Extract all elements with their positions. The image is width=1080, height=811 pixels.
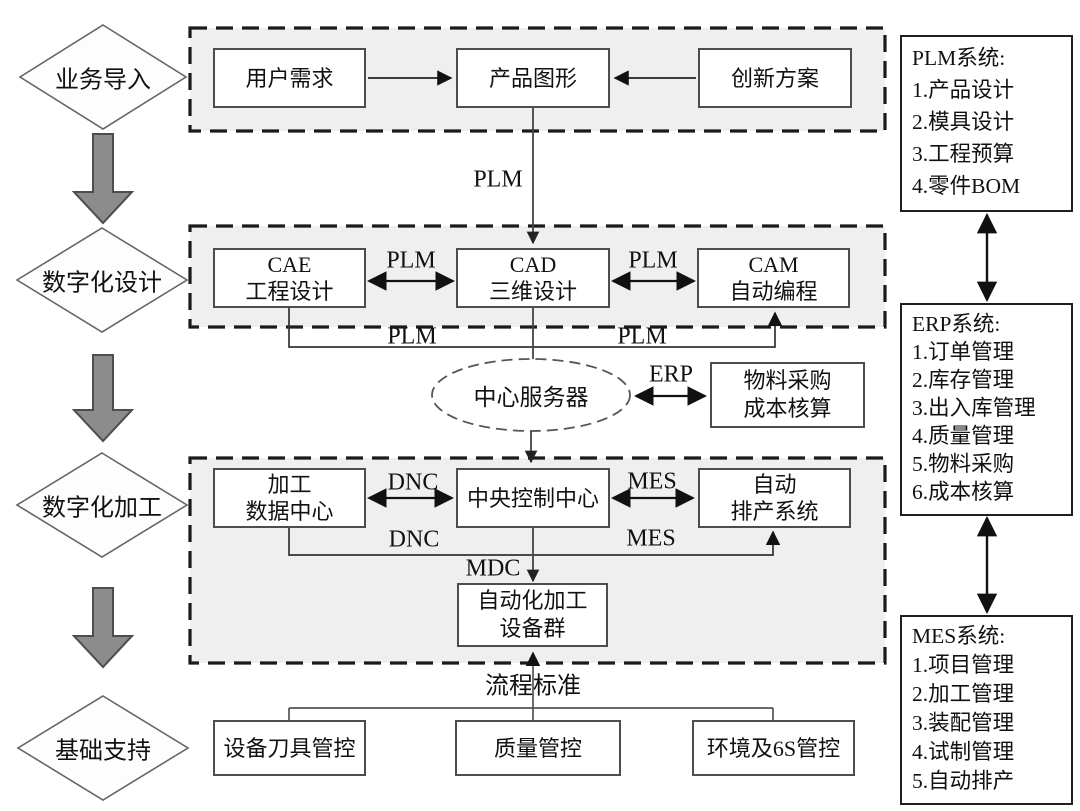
node-cad-line2: 三维设计 [488, 279, 577, 304]
plm-panel-item: 2.模具设计 [912, 110, 1015, 134]
node-environment-6s-control: 环境及6S管控 [692, 720, 855, 776]
diamond-stage-2 [15, 227, 189, 333]
link-label-plm-feedback-right: PLM [617, 323, 667, 350]
link-label-plm-cad-cam: PLM [628, 247, 678, 274]
link-label-dnc-top: DNC [387, 469, 439, 496]
node-auto-scheduling-line1: 自动 [752, 472, 797, 497]
stage-label-digital-machining: 数字化加工 [42, 495, 162, 522]
mes-panel-item: 5.自动排产 [912, 769, 1015, 793]
link-label-dnc-bottom: DNC [388, 526, 440, 553]
node-auto-scheduling: 自动 排产系统 [698, 468, 851, 528]
plm-panel-title: PLM系统: [912, 46, 1006, 70]
diamond-stage-4 [16, 695, 190, 801]
node-auto-scheduling-line2: 排产系统 [730, 499, 819, 524]
stage-flow-arrow-icon [71, 133, 135, 225]
stage-flow-arrow-icon [71, 587, 135, 669]
node-central-control-center: 中央控制中心 [456, 468, 610, 528]
erp-panel-item: 1.订单管理 [912, 340, 1015, 364]
link-label-erp: ERP [648, 361, 694, 388]
node-cam: CAM 自动编程 [697, 248, 850, 308]
stage-label-business-intro: 业务导入 [55, 67, 151, 94]
link-label-plm-vertical: PLM [473, 166, 523, 193]
node-procurement-line2: 成本核算 [743, 396, 832, 421]
erp-system-panel: ERP系统: 1.订单管理 2.库存管理 3.出入库管理 4.质量管理 5.物料… [900, 303, 1073, 516]
node-user-needs: 用户需求 [213, 48, 366, 108]
node-procurement-line1: 物料采购 [743, 368, 832, 393]
mes-panel-item: 4.试制管理 [912, 740, 1015, 764]
node-cae: CAE 工程设计 [213, 248, 366, 308]
node-tool-control: 设备刀具管控 [213, 720, 366, 776]
node-quality-control-label: 质量管控 [493, 735, 582, 761]
mes-panel-item: 1.项目管理 [912, 653, 1015, 677]
mes-panel-item: 2.加工管理 [912, 682, 1015, 706]
erp-panel-title: ERP系统: [912, 312, 1001, 336]
node-equipment-line2: 设备群 [499, 616, 566, 641]
erp-panel-item: 5.物料采购 [912, 452, 1015, 476]
node-cad-line1: CAD [509, 252, 557, 277]
node-product-graphics-label: 产品图形 [488, 65, 577, 91]
node-equipment-line1: 自动化加工 [477, 588, 588, 613]
node-equipment-group: 自动化加工 设备群 [457, 583, 608, 647]
plm-panel-item: 3.工程预算 [912, 142, 1015, 166]
link-label-plm-feedback-left: PLM [387, 323, 437, 350]
node-user-needs-label: 用户需求 [245, 65, 334, 91]
link-label-mes-top: MES [627, 468, 677, 495]
node-cae-line1: CAE [267, 252, 312, 277]
stage-flow-arrow-icon [71, 354, 135, 443]
central-server-label: 中心服务器 [473, 385, 589, 410]
arrow-dncdata-to-scheduling [288, 528, 781, 556]
node-innovation-plan-label: 创新方案 [730, 65, 819, 91]
mes-panel-title: MES系统: [912, 624, 1006, 648]
node-cam-line1: CAM [748, 252, 799, 277]
erp-panel-item: 6.成本核算 [912, 480, 1015, 504]
stage-label-digital-design: 数字化设计 [42, 270, 162, 297]
arrow-cae-to-cam-feedback [288, 308, 783, 348]
link-label-process-standard: 流程标准 [485, 673, 581, 700]
mes-panel-item: 3.装配管理 [912, 711, 1015, 735]
node-procurement: 物料采购 成本核算 [710, 362, 865, 428]
node-machining-data-center: 加工 数据中心 [213, 468, 366, 528]
link-label-mdc: MDC [465, 555, 521, 582]
erp-panel-item: 2.库存管理 [912, 368, 1015, 392]
link-label-mes-bottom: MES [626, 525, 676, 552]
diamond-stage-1 [18, 24, 188, 130]
node-machining-data-line1: 加工 [267, 472, 312, 497]
plm-panel-item: 1.产品设计 [912, 78, 1015, 102]
node-environment-6s-label: 环境及6S管控 [706, 735, 841, 761]
node-innovation-plan: 创新方案 [698, 48, 852, 108]
erp-panel-item: 4.质量管理 [912, 424, 1015, 448]
node-tool-control-label: 设备刀具管控 [223, 735, 356, 761]
erp-panel-item: 3.出入库管理 [912, 396, 1036, 420]
node-cam-line2: 自动编程 [729, 279, 818, 304]
mes-system-panel: MES系统: 1.项目管理 2.加工管理 3.装配管理 4.试制管理 5.自动排… [900, 615, 1073, 805]
diamond-stage-3 [15, 452, 189, 558]
plm-system-panel: PLM系统: 1.产品设计 2.模具设计 3.工程预算 4.零件BOM [900, 35, 1073, 212]
node-cae-line2: 工程设计 [245, 279, 334, 304]
plm-panel-item: 4.零件BOM [912, 174, 1021, 198]
node-machining-data-line2: 数据中心 [245, 499, 334, 524]
node-central-control-label: 中央控制中心 [466, 485, 599, 511]
node-quality-control: 质量管控 [455, 720, 621, 776]
stage-label-basic-support: 基础支持 [55, 738, 151, 765]
node-product-graphics: 产品图形 [456, 48, 610, 108]
link-label-plm-cae-cad: PLM [386, 247, 436, 274]
node-cad: CAD 三维设计 [456, 248, 610, 308]
